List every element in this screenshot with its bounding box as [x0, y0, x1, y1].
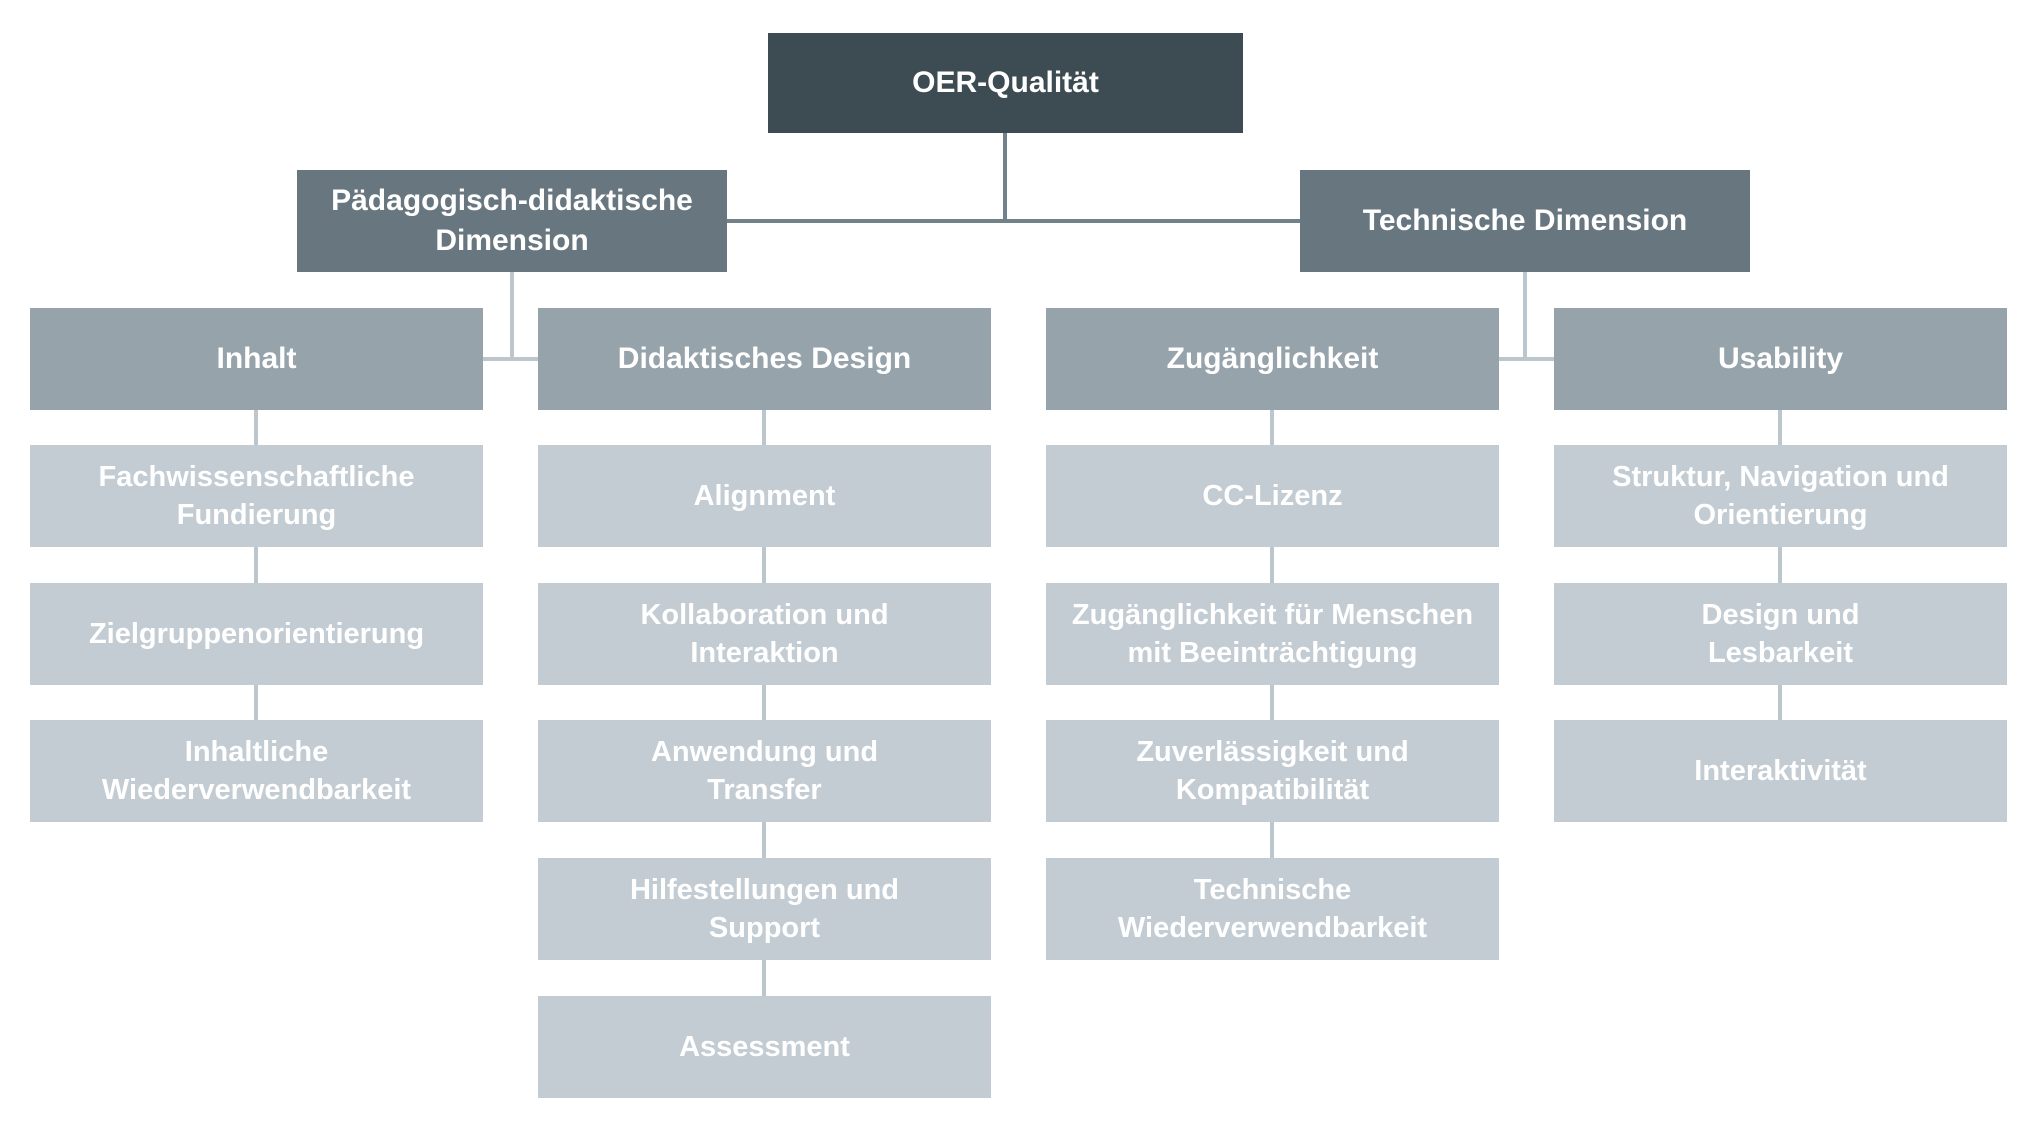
connector-technische-stub: [1499, 357, 1554, 361]
node-assessment: Assessment: [538, 996, 991, 1098]
node-kollaboration-und-interaktion: Kollaboration und Interaktion: [538, 583, 991, 685]
connector-inhalt-seg3: [254, 685, 258, 720]
connector-paedagogisch-vertical: [510, 272, 514, 361]
connector-root-horizontal: [727, 219, 1300, 223]
connector-inhalt-seg1: [254, 410, 258, 445]
node-zuverlaessigkeit-und-kompatibilitaet: Zuverlässigkeit und Kompatibilität: [1046, 720, 1499, 822]
node-interaktivitaet: Interaktivität: [1554, 720, 2007, 822]
node-usability: Usability: [1554, 308, 2007, 410]
node-struktur-navigation-orientierung: Struktur, Navigation und Orientierung: [1554, 445, 2007, 547]
node-technische-wiederverwendbarkeit: Technische Wiederverwendbarkeit: [1046, 858, 1499, 960]
connector-didaktik-seg3: [762, 685, 766, 720]
connector-didaktik-seg1: [762, 410, 766, 445]
connector-root-vertical: [1003, 133, 1007, 223]
node-didaktisches-design: Didaktisches Design: [538, 308, 991, 410]
connector-didaktik-seg2: [762, 547, 766, 583]
node-paedagogisch-didaktische-dimension: Pädagogisch-didaktische Dimension: [297, 170, 727, 272]
connector-zugaenglichkeit-seg3: [1270, 685, 1274, 720]
node-design-und-lesbarkeit: Design und Lesbarkeit: [1554, 583, 2007, 685]
node-inhaltliche-wiederverwendbarkeit: Inhaltliche Wiederverwendbarkeit: [30, 720, 483, 822]
connector-usability-seg1: [1778, 410, 1782, 445]
node-oer-qualitaet: OER-Qualität: [768, 33, 1243, 133]
connector-usability-seg3: [1778, 685, 1782, 720]
connector-zugaenglichkeit-seg4: [1270, 822, 1274, 858]
node-technische-dimension: Technische Dimension: [1300, 170, 1750, 272]
connector-didaktik-seg5: [762, 960, 766, 996]
connector-technische-vertical: [1523, 272, 1527, 361]
connector-zugaenglichkeit-seg1: [1270, 410, 1274, 445]
node-anwendung-und-transfer: Anwendung und Transfer: [538, 720, 991, 822]
node-cc-lizenz: CC-Lizenz: [1046, 445, 1499, 547]
node-zugaenglichkeit-fuer-menschen: Zugänglichkeit für Menschen mit Beeinträ…: [1046, 583, 1499, 685]
node-hilfestellungen-und-support: Hilfestellungen und Support: [538, 858, 991, 960]
connector-didaktik-seg4: [762, 822, 766, 858]
node-inhalt: Inhalt: [30, 308, 483, 410]
node-zugaenglichkeit: Zugänglichkeit: [1046, 308, 1499, 410]
node-zielgruppenorientierung: Zielgruppenorientierung: [30, 583, 483, 685]
connector-paedagogisch-stub: [483, 357, 538, 361]
node-alignment: Alignment: [538, 445, 991, 547]
connector-zugaenglichkeit-seg2: [1270, 547, 1274, 583]
connector-usability-seg2: [1778, 547, 1782, 583]
node-fachwissenschaftliche-fundierung: Fachwissenschaftliche Fundierung: [30, 445, 483, 547]
connector-inhalt-seg2: [254, 547, 258, 583]
